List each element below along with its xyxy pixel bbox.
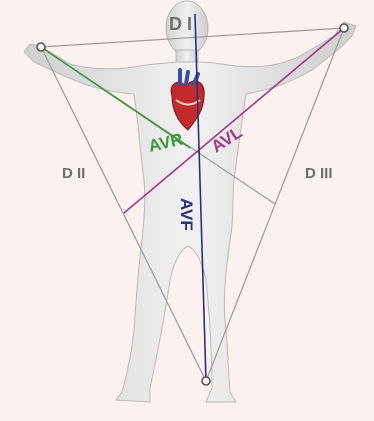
electrode-right-arm (37, 43, 45, 51)
electrode-left-arm (340, 24, 348, 32)
label-d2: D II (62, 165, 85, 182)
label-d1: D I (169, 14, 192, 34)
label-avf: AVF (177, 198, 196, 231)
electrode-left-leg (202, 377, 210, 385)
label-d3: D III (305, 165, 333, 182)
